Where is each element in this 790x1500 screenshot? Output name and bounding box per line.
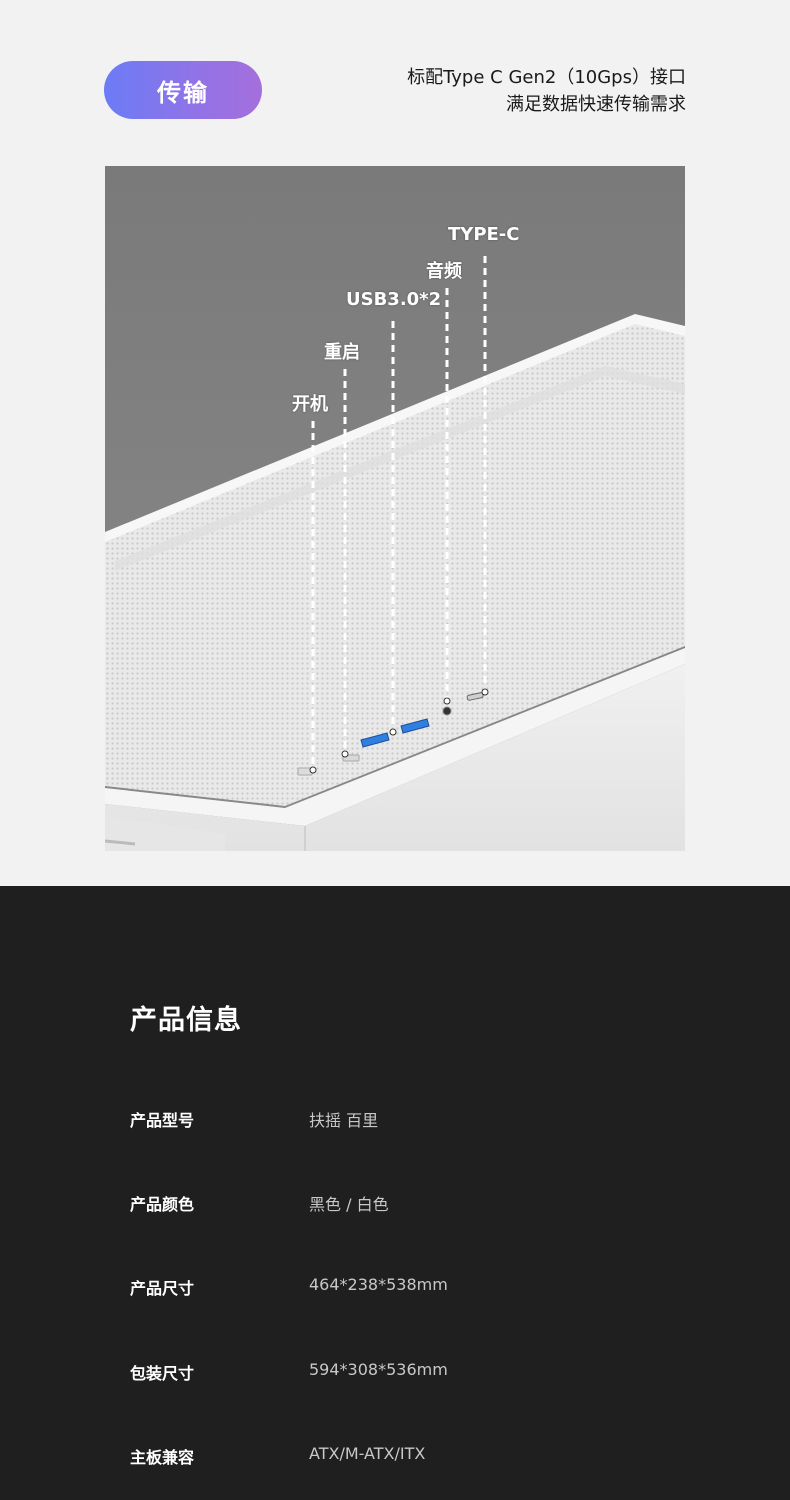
case-illustration — [105, 166, 685, 851]
product-info-title: 产品信息 — [130, 1005, 242, 1036]
spec-label: 主板兼容 — [130, 1448, 195, 1467]
top-mesh-panel — [105, 316, 685, 806]
side-panel — [105, 664, 685, 851]
spec-value: 594*308*536mm — [309, 1360, 448, 1379]
tagline-line-2: 满足数据快速传输需求 — [506, 94, 686, 115]
callout-audio: 音频 — [426, 261, 462, 282]
case-io-photo: TYPE-C 音频 USB3.0*2 重启 开机 — [105, 166, 685, 851]
spec-value: 黑色 / 白色 — [309, 1195, 389, 1214]
audio-jack — [442, 706, 452, 716]
section-badge-transfer: 传输 — [104, 61, 262, 119]
transfer-section: 传输 标配Type C Gen2（10Gps）接口 满足数据快速传输需求 — [104, 61, 686, 851]
callout-reset: 重启 — [324, 342, 360, 363]
type-c-port — [466, 692, 484, 701]
spec-row-color: 产品颜色 黑色 / 白色 — [130, 1191, 690, 1217]
spec-label: 产品尺寸 — [130, 1279, 195, 1298]
spec-value: 扶摇 百里 — [309, 1111, 379, 1130]
spec-row-size: 产品尺寸 464*238*538mm — [130, 1275, 690, 1301]
usb-port-1 — [360, 732, 390, 748]
spec-label: 产品型号 — [130, 1111, 195, 1130]
tagline: 标配Type C Gen2（10Gps）接口 满足数据快速传输需求 — [407, 64, 686, 118]
spec-value: ATX/M-ATX/ITX — [309, 1444, 426, 1463]
callout-type-c: TYPE-C — [448, 224, 520, 245]
front-edge — [105, 648, 685, 826]
spec-label: 产品颜色 — [130, 1195, 195, 1214]
spec-row-motherboard: 主板兼容 ATX/M-ATX/ITX — [130, 1444, 690, 1470]
spec-row-model: 产品型号 扶摇 百里 — [130, 1107, 690, 1133]
spec-row-package-size: 包装尺寸 594*308*536mm — [130, 1360, 690, 1386]
spec-value: 464*238*538mm — [309, 1275, 448, 1294]
product-info-section: 产品信息 产品型号 扶摇 百里 产品颜色 黑色 / 白色 产品尺寸 464*23… — [0, 886, 790, 1500]
callout-power: 开机 — [292, 394, 328, 415]
tagline-line-1: 标配Type C Gen2（10Gps）接口 — [407, 67, 686, 88]
usb-port-2 — [400, 718, 430, 734]
callout-usb: USB3.0*2 — [346, 289, 442, 310]
spec-label: 包装尺寸 — [130, 1364, 195, 1383]
